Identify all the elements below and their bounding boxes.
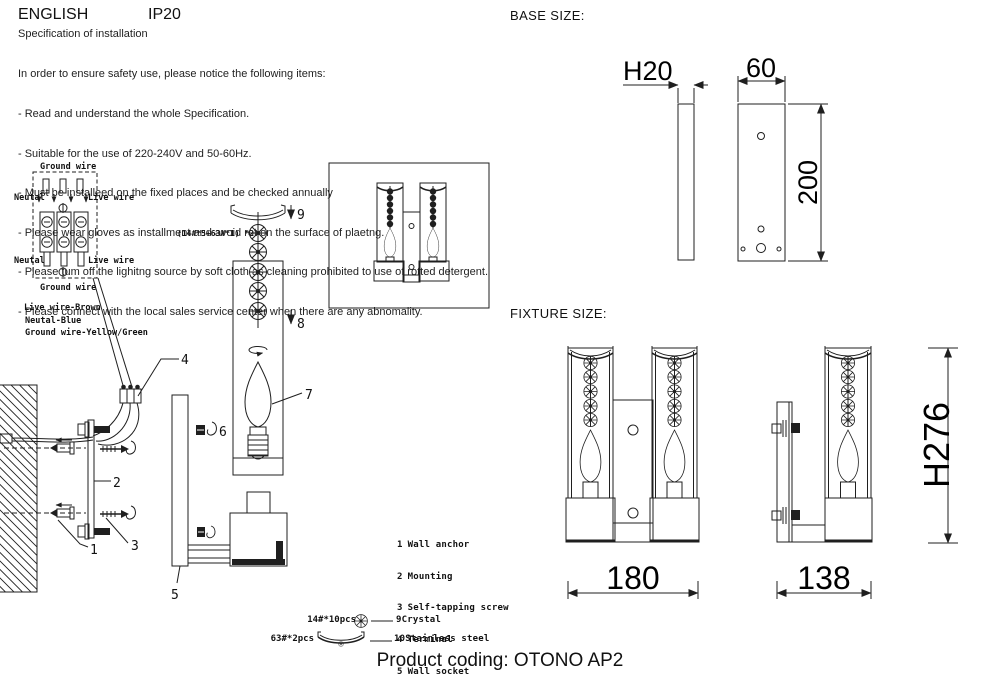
spec-item: - Please connect with the local sales se… <box>18 306 423 319</box>
crystal-icon <box>354 614 368 628</box>
spec-item: - Read and understand the whole Specific… <box>18 108 250 121</box>
fixture-side-plate <box>776 401 793 543</box>
base-side-view <box>677 103 695 261</box>
mounting-diagram: 2 1 3 4 <box>0 353 189 593</box>
mounting-plate <box>87 419 95 539</box>
wall-anchor-symbol <box>50 444 57 452</box>
product-coding: Product coding: OTONO AP2 <box>376 650 624 671</box>
callout-7-bulb: 7 <box>305 388 313 403</box>
fixture-height-dim: H276 <box>916 402 957 488</box>
callout-6-round-nuts: 6 <box>219 425 227 440</box>
fixture-width-dim: 180 <box>606 560 659 596</box>
spec-item: - Suitable for the use of 220-240V and 5… <box>18 147 252 160</box>
callout-8-glass: 8 <box>297 317 305 332</box>
stainless-qty: 63#*2pcs <box>270 634 314 644</box>
callout-3-screw: 3 <box>131 539 139 554</box>
wiring-ground-top-label: Ground wire <box>40 161 96 172</box>
base-height-dim: 200 <box>793 160 823 205</box>
e14-bulb <box>244 361 272 428</box>
wiring-neutral-top-label: Neutal <box>14 193 45 203</box>
fixture-size-drawing: 180 1 <box>565 346 958 599</box>
legend-ground-wire: Ground wire-Yellow/Green <box>25 327 148 338</box>
callout-1-wall-anchor: 1 <box>90 543 98 558</box>
callout-5-wall-socket: 5 <box>171 588 179 603</box>
stainless-steel-icon <box>317 631 365 641</box>
callout-9-crystal: 9 <box>297 208 305 223</box>
callout-4-terminal: 4 <box>181 353 189 368</box>
inset-assembled-view <box>328 162 490 309</box>
base-size-title: BASE SIZE: <box>510 8 585 23</box>
spec-title: Specification of installation <box>18 28 148 40</box>
part-row-crystal: 9Crystal <box>396 615 441 625</box>
spec-list: In order to ensure safety use, please no… <box>18 42 488 346</box>
wiring-neutral-bottom-label: Neutal <box>14 256 45 266</box>
part-row-stainless: 10Stainless steel <box>394 634 490 644</box>
terminal-block <box>119 384 142 404</box>
base-size-drawing: H20 60 200 <box>623 53 828 262</box>
fixture-backplate <box>612 399 654 524</box>
mounting-bar <box>171 394 189 567</box>
ip-rating-label: IP20 <box>148 6 181 23</box>
spec-item: - Please wear gloves as installment and … <box>18 226 385 239</box>
language-label: ENGLISH <box>18 6 89 23</box>
legend-live-wire: Live wire-Brown <box>24 302 101 313</box>
crystal-qty-note: (14#*5+63#*1) *2 <box>177 229 254 238</box>
base-front-view <box>737 103 786 262</box>
callout-2-mounting: 2 <box>113 476 121 491</box>
spec-item: - Please tum off the lighitng source by … <box>18 266 489 279</box>
wiring-live-bottom-label: Live wire <box>88 255 134 266</box>
wiring-diagram: Ground wire Neutal Live wire Neutal Live… <box>14 161 148 390</box>
spec-intro: In order to ensure safety use, please no… <box>18 68 326 81</box>
wiring-live-top-label: Live wire <box>88 192 134 203</box>
wiring-ground-bottom-label: Ground wire <box>40 282 96 293</box>
fixture-depth-dim: 138 <box>797 560 850 596</box>
base-thickness-dim: H20 <box>623 56 673 86</box>
bottom-annotations <box>317 614 393 647</box>
socket-housing <box>229 512 288 567</box>
crystal-qty: 14#*10pcs <box>307 615 356 625</box>
fixture-size-title: FIXTURE SIZE: <box>510 306 607 321</box>
base-width-dim: 60 <box>746 53 776 83</box>
wall-hatch <box>0 385 37 592</box>
spec-item: - Must be installeed on the fixed places… <box>18 187 333 200</box>
exploded-view: 9 (14#*5+63#*1) *2 8 7 6 <box>171 204 313 603</box>
legend-neutral-wire: Neutal-Blue <box>25 316 81 326</box>
